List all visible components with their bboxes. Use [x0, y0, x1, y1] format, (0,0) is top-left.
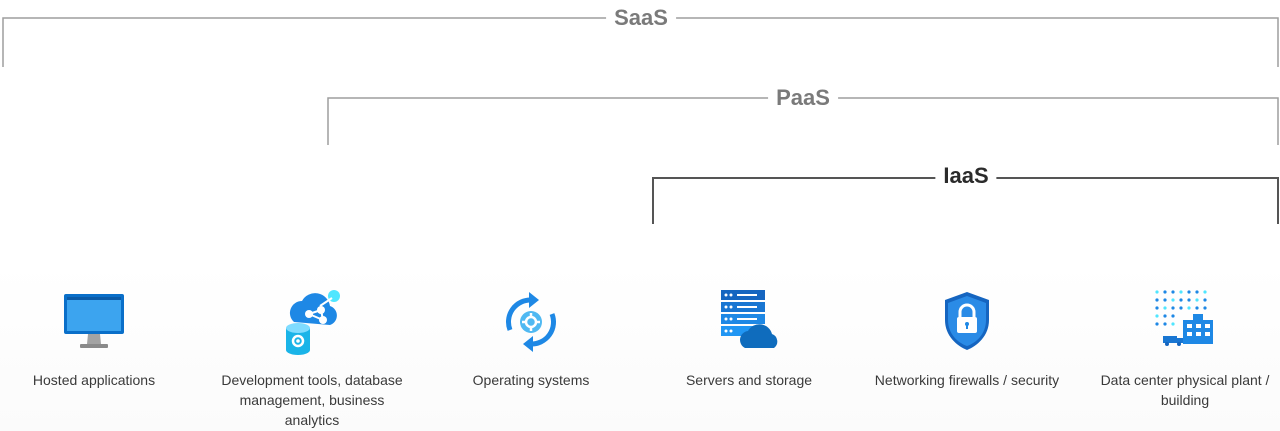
item-label: Servers and storage: [685, 372, 813, 388]
server-cloud-icon: [721, 290, 778, 348]
item-label: Hosted applications: [32, 372, 156, 388]
cloud-database-gear-icon: [286, 290, 340, 355]
item-label: Networking firewalls / security: [874, 372, 1060, 388]
item-networking-security: Networking firewalls / security: [867, 262, 1067, 390]
item-servers-storage: Servers and storage: [649, 262, 849, 390]
item-operating-systems: Operating systems: [431, 262, 631, 390]
shield-lock-icon: [945, 292, 989, 350]
virtual-machine-icon: [64, 294, 124, 348]
tier-label-saas: SaaS: [606, 5, 676, 31]
item-development-tools: Development tools, database management, …: [212, 262, 412, 430]
service-components-row: Hosted applications Development tools, d…: [0, 262, 1280, 431]
item-datacenter: Data center physical plant / building: [1090, 262, 1280, 410]
item-label: Development tools, database management, …: [221, 372, 403, 428]
datacenter-building-icon: [1155, 290, 1213, 346]
tier-label-paas: PaaS: [768, 85, 838, 111]
item-hosted-applications: Hosted applications: [0, 262, 194, 390]
item-label: Operating systems: [472, 372, 590, 388]
tier-label-iaas: IaaS: [935, 163, 997, 189]
item-label: Data center physical plant / building: [1100, 372, 1270, 408]
sync-gear-icon: [506, 292, 556, 352]
